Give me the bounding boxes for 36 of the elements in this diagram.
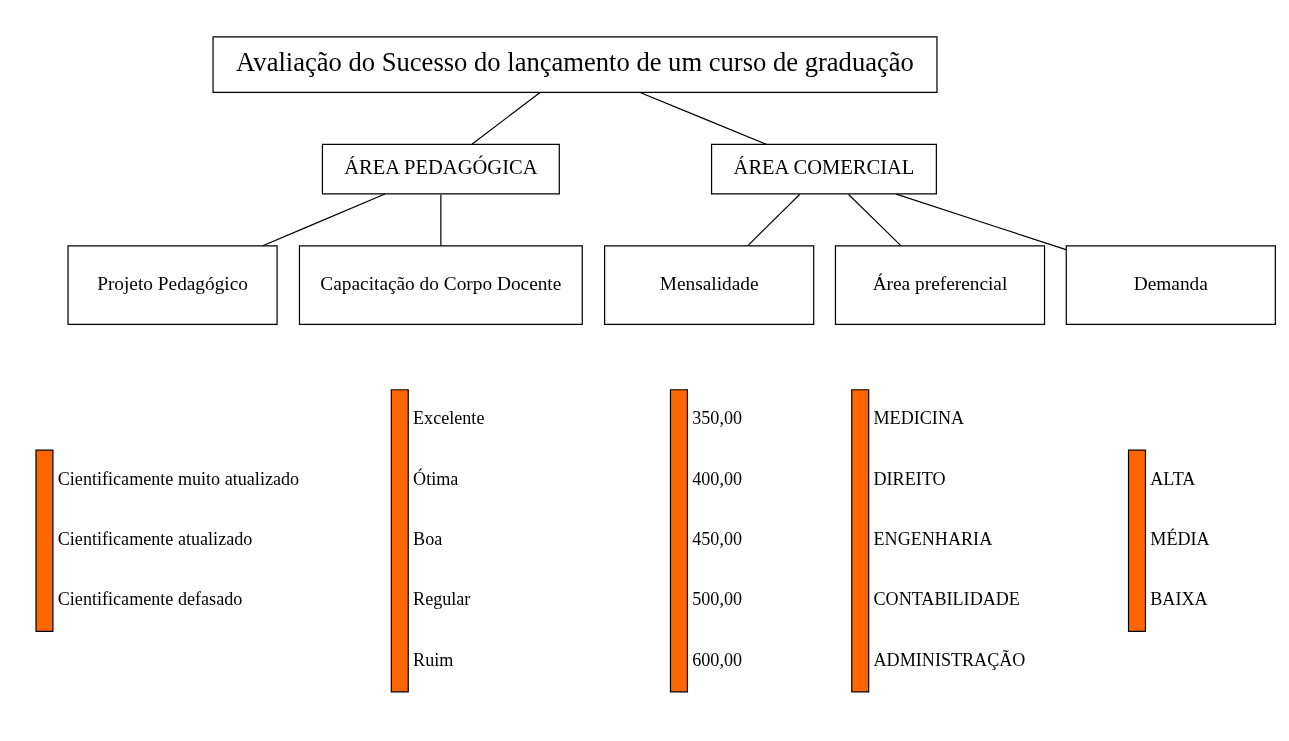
node-box: Capacitação do Corpo Docente bbox=[298, 244, 583, 325]
label: Cientificamente atualizado bbox=[57, 528, 253, 549]
connector bbox=[895, 192, 1067, 250]
label: 500,00 bbox=[692, 588, 743, 609]
label: 600,00 bbox=[692, 649, 743, 670]
node-box: Demanda bbox=[1065, 244, 1276, 325]
node-box: Avaliação do Sucesso do lançamento de um curso de graduação bbox=[212, 35, 938, 93]
node-box: ÁREA PEDAGÓGICA bbox=[321, 143, 560, 195]
label: Cientificamente defasado bbox=[57, 588, 243, 609]
node-box: Projeto Pedagógico bbox=[67, 244, 278, 325]
label: MEDICINA bbox=[873, 407, 965, 428]
connector bbox=[262, 192, 386, 246]
label: Excelente bbox=[413, 407, 485, 428]
label: 400,00 bbox=[692, 468, 743, 489]
connector bbox=[639, 91, 768, 145]
connector bbox=[440, 193, 442, 246]
label: DIREITO bbox=[873, 468, 946, 489]
node-box: Área preferencial bbox=[834, 244, 1046, 325]
node-box: ÁREA COMERCIAL bbox=[710, 143, 937, 195]
label: Ótima bbox=[413, 468, 459, 489]
label: ADMINISTRAÇÃO bbox=[873, 649, 1026, 670]
label: BAIXA bbox=[1150, 588, 1208, 609]
label: ALTA bbox=[1150, 468, 1196, 489]
connector bbox=[847, 193, 902, 246]
label: Boa bbox=[413, 528, 443, 549]
node-box: Mensalidade bbox=[604, 244, 815, 325]
label: 350,00 bbox=[692, 407, 743, 428]
label: Ruim bbox=[413, 649, 454, 670]
label: Regular bbox=[413, 588, 471, 609]
connector bbox=[747, 193, 801, 246]
label: ENGENHARIA bbox=[873, 528, 993, 549]
label: MÉDIA bbox=[1150, 528, 1210, 549]
label: 450,00 bbox=[692, 528, 743, 549]
label: Cientificamente muito atualizado bbox=[57, 468, 300, 489]
connector bbox=[471, 91, 541, 145]
label: CONTABILIDADE bbox=[873, 588, 1020, 609]
